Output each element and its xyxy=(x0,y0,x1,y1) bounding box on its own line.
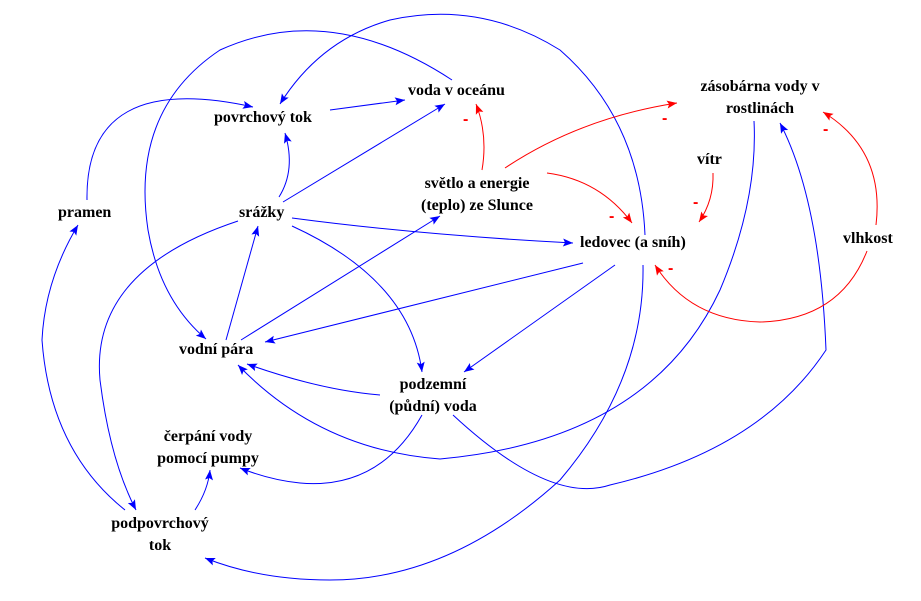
node-cerpani-vody: čerpání vody pomocí pumpy xyxy=(148,426,268,470)
node-label-line1: světlo a energie xyxy=(424,175,530,192)
link-srazky-to-povrchovy-tok xyxy=(278,132,292,198)
node-voda-v-oceanu: voda v oceánu xyxy=(408,82,505,99)
link-srazky-to-podpovrchovy-tok xyxy=(98,220,239,511)
node-vodni-para: vodní pára xyxy=(179,341,254,358)
link-svetlo-to-voda-v-oceanu xyxy=(475,103,485,171)
polarity-minus-svetlo-zasobarna: - xyxy=(662,110,668,127)
node-zasobarna-vody-v-rostlinach: zásobárna vody v rostlinách xyxy=(680,76,840,120)
node-ledovec: ledovec (a sníh) xyxy=(580,234,686,251)
node-svetlo-a-energie: světlo a energie (teplo) ze Slunce xyxy=(402,173,552,217)
link-srazky-to-voda-v-oceanu xyxy=(282,103,446,203)
node-label-line1: podzemní xyxy=(399,376,467,393)
link-ledovec-to-vodni-para xyxy=(264,262,584,344)
link-vodni-para-to-srazky xyxy=(225,225,260,341)
link-vlhkost-to-ledovec xyxy=(654,250,868,323)
polarity-minus-svetlo-oceanu: - xyxy=(463,111,469,128)
node-podzemni-voda: podzemní (půdní) voda xyxy=(378,374,488,418)
link-povrchovy-tok-to-voda-v-oceanu xyxy=(329,97,406,111)
link-podzemni-voda-to-cerpani xyxy=(239,414,423,485)
polarity-minus-vitr-ledovec: - xyxy=(693,194,699,211)
node-pramen: pramen xyxy=(58,204,112,221)
link-vitr-to-ledovec xyxy=(698,172,714,223)
node-label-line1: čerpání vody xyxy=(163,428,253,445)
node-label-line2: pomocí pumpy xyxy=(157,450,259,467)
link-vodni-para-to-svetlo xyxy=(240,215,441,341)
node-srazky: srážky xyxy=(239,204,285,221)
link-voda-v-oceanu-to-vodni-para xyxy=(144,30,453,340)
link-srazky-to-ledovec xyxy=(291,217,574,247)
link-podzemni-voda-to-vodni-para xyxy=(246,363,381,396)
link-srazky-to-podzemni-voda xyxy=(291,225,425,373)
node-vitr: vítr xyxy=(697,151,722,168)
link-ledovec-to-podpovrchovy-tok xyxy=(204,264,644,581)
node-label-line2: (půdní) voda xyxy=(389,398,477,415)
node-label-line2: (teplo) ze Slunce xyxy=(421,197,533,214)
node-povrchovy-tok: povrchový tok xyxy=(214,109,312,126)
link-zasobarna-to-vodni-para xyxy=(237,120,755,460)
link-vlhkost-to-zasobarna xyxy=(822,111,878,226)
link-pramen-to-povrchovy-tok xyxy=(86,98,254,201)
link-podzemni-voda-to-zasobarna xyxy=(452,122,827,490)
node-label-line1: zásobárna vody v xyxy=(700,78,820,95)
link-svetlo-to-ledovec xyxy=(546,172,633,224)
link-podpovrchovy-tok-to-pramen xyxy=(41,224,126,511)
node-label-line2: rostlinách xyxy=(725,100,795,117)
node-podpovrchovy-tok: podpovrchový tok xyxy=(100,513,220,557)
polarity-minus-svetlo-ledovec: - xyxy=(609,208,615,225)
polarity-minus-vlhkost-zasobarna: - xyxy=(823,121,829,138)
node-label-line1: podpovrchový xyxy=(111,515,209,532)
link-ledovec-to-povrchovy-tok xyxy=(279,13,646,236)
node-vlhkost: vlhkost xyxy=(843,230,893,247)
link-podpovrchovy-tok-to-cerpani xyxy=(194,469,213,511)
node-label-line2: tok xyxy=(148,537,172,554)
link-svetlo-to-zasobarna xyxy=(504,100,678,169)
link-ledovec-to-podzemni-voda xyxy=(463,264,616,373)
polarity-minus-vlhkost-ledovec: - xyxy=(668,260,674,277)
